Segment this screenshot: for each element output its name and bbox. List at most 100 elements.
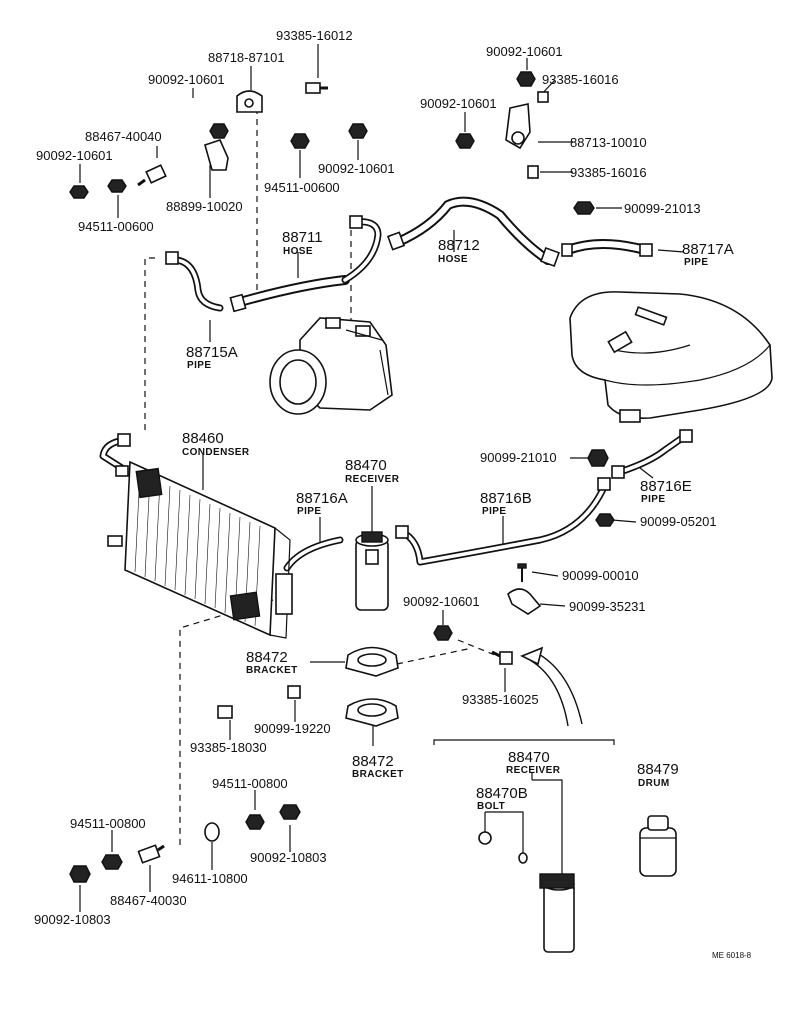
nut-icon <box>209 123 229 139</box>
label-l30: 88472 <box>246 649 288 666</box>
direction-arrow <box>520 646 583 727</box>
bracket-clamp-icon <box>505 103 531 150</box>
caption-c12: RECEIVER <box>506 765 561 776</box>
nut-icon <box>516 71 536 87</box>
label-l22: 88716A <box>296 490 348 507</box>
label-l04: 88467-40040 <box>85 129 162 144</box>
label-l34: 88472 <box>352 753 394 770</box>
bracket-icon <box>204 139 229 171</box>
label-l32: 90099-19220 <box>254 721 331 736</box>
engine-tank <box>569 291 773 423</box>
receiver-main <box>355 531 389 611</box>
bracket-upper <box>345 646 399 677</box>
label-l10: 90092-10601 <box>486 44 563 59</box>
label-l37: 88479 <box>637 761 679 778</box>
pressure-switch-icon <box>137 164 167 187</box>
label-l12: 90092-10601 <box>420 96 497 111</box>
nut-icon <box>279 804 301 820</box>
nut-icon <box>433 625 453 641</box>
receiver-kit <box>478 831 575 953</box>
pressure-switch-icon <box>137 844 165 864</box>
label-l07: 88899-10020 <box>166 199 243 214</box>
label-l39: 94511-00800 <box>70 816 146 831</box>
label-l09: 90092-10601 <box>318 161 395 176</box>
pipe-clamp-icon <box>507 588 542 615</box>
nut-icon <box>587 449 609 467</box>
nut-icon <box>69 185 89 199</box>
bolt-icon <box>537 91 549 103</box>
label-l36: 88470B <box>476 785 528 802</box>
caption-c14: DRUM <box>638 778 670 789</box>
label-l41: 94611-10800 <box>172 871 248 886</box>
label-l42: 88467-40030 <box>110 893 187 908</box>
label-l11: 93385-16016 <box>542 72 619 87</box>
nut-icon <box>101 854 123 870</box>
bolt-icon <box>491 650 513 665</box>
label-l01: 93385-16012 <box>276 28 353 43</box>
label-l24: 90099-21010 <box>480 450 557 465</box>
caption-c13: BOLT <box>477 801 505 812</box>
nut-icon <box>290 133 310 149</box>
caption-c04: PIPE <box>187 360 211 371</box>
hardware <box>69 71 615 883</box>
screw-icon <box>517 563 527 582</box>
label-l29: 90099-35231 <box>569 599 646 614</box>
label-l35: 88470 <box>508 749 550 766</box>
leader-lines <box>79 44 685 912</box>
label-l33: 93385-18030 <box>190 740 267 755</box>
nut-icon <box>245 814 265 830</box>
label-l23: 88716B <box>480 490 532 507</box>
label-l16: 88711 <box>282 229 323 246</box>
caption-c09: PIPE <box>641 494 665 505</box>
part-labels: 93385-16012 88718-87101 90092-10601 8846… <box>34 28 752 960</box>
label-l27: 90099-00010 <box>562 568 639 583</box>
clamp-icon <box>236 90 263 113</box>
nut-icon <box>348 123 368 139</box>
nut-icon <box>69 865 91 883</box>
compressor <box>269 317 393 415</box>
caption-c01: HOSE <box>283 246 313 257</box>
label-l28: 90092-10601 <box>403 594 480 609</box>
figure-code: ME 6018-8 <box>712 951 752 960</box>
label-l14: 93385-16016 <box>570 165 647 180</box>
caption-c05: CONDENSER <box>182 447 250 458</box>
label-l26: 90099-05201 <box>640 514 717 529</box>
caption-c06: RECEIVER <box>345 474 400 485</box>
caption-c10: BRACKET <box>246 665 298 676</box>
caption-c02: HOSE <box>438 254 468 265</box>
piping <box>99 196 693 572</box>
cap-icon <box>287 685 301 699</box>
label-l19: 88715A <box>186 344 238 361</box>
label-l43: 90092-10803 <box>34 912 111 927</box>
washer-icon <box>107 179 127 193</box>
bracket-lower <box>345 698 399 727</box>
nut-icon <box>573 201 595 215</box>
label-l03: 90092-10601 <box>148 72 225 87</box>
label-l25: 88716E <box>640 478 692 495</box>
label-l08: 94511-00600 <box>264 180 340 195</box>
label-l06: 94511-00600 <box>78 219 154 234</box>
label-l20: 88460 <box>182 430 224 447</box>
bolt-icon <box>217 705 233 719</box>
drum <box>639 815 677 877</box>
caption-c11: BRACKET <box>352 769 404 780</box>
bolt-icon <box>527 165 539 179</box>
label-l13: 88713-10010 <box>570 135 647 150</box>
condenser <box>107 460 293 639</box>
label-l18: 88717A <box>682 241 734 258</box>
caption-c08: PIPE <box>482 506 506 517</box>
nut-icon <box>455 133 475 149</box>
label-l38: 94511-00800 <box>212 776 288 791</box>
caption-c03: PIPE <box>684 257 708 268</box>
label-l02: 88718-87101 <box>208 50 285 65</box>
nut-icon <box>595 513 615 527</box>
label-l17: 88712 <box>438 237 480 254</box>
caption-c07: PIPE <box>297 506 321 517</box>
bolt-icon <box>305 82 328 94</box>
label-l05: 90092-10601 <box>36 148 113 163</box>
label-l15: 90099-21013 <box>624 201 701 216</box>
washer-icon <box>204 822 220 842</box>
label-l31: 93385-16025 <box>462 692 539 707</box>
